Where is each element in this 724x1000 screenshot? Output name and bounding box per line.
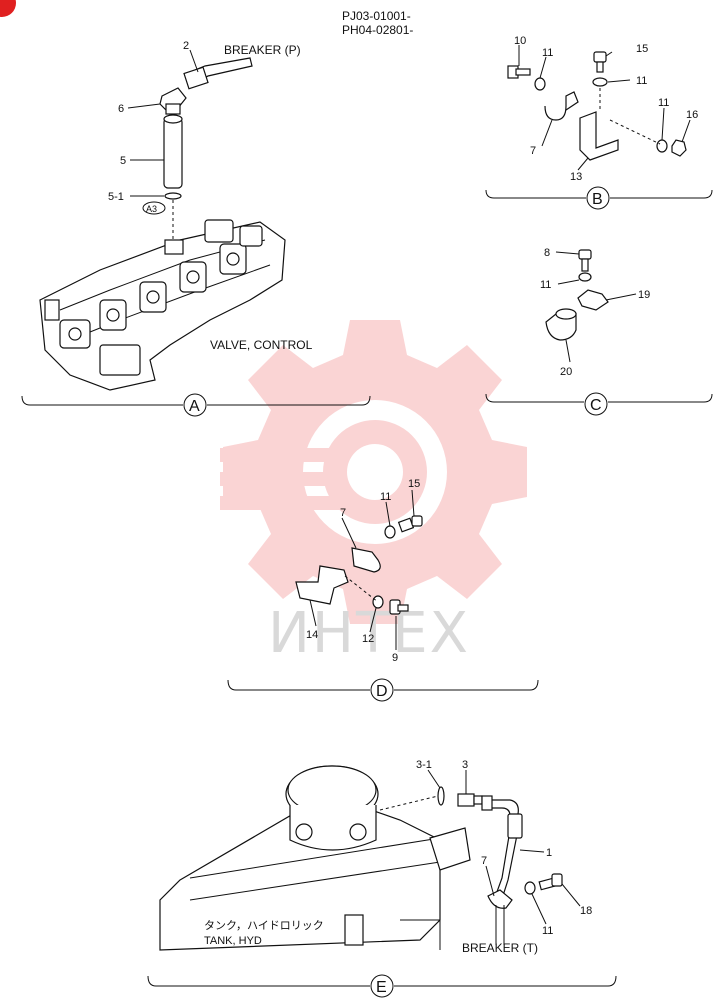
callout-b-15: 15 [636, 43, 648, 55]
callout-c-19: 19 [638, 289, 650, 301]
section-c: 8 11 19 20 C [485, 247, 713, 416]
valve-control-label: VALVE, CONTROL [210, 338, 313, 352]
callout-d-11: 11 [380, 491, 391, 503]
callout-b-11b: 11 [636, 75, 647, 87]
callout-e-18: 18 [580, 905, 592, 917]
callout-e-3-1: 3-1 [416, 759, 432, 771]
section-a-letter: A [189, 398, 200, 415]
callout-a-2: 2 [183, 40, 189, 52]
callout-e-1: 1 [546, 847, 552, 859]
control-valve [39, 219, 286, 391]
ref-tag-a3 [142, 201, 166, 215]
callout-b-13: 13 [570, 171, 582, 183]
callout-b-10: 10 [514, 35, 526, 47]
section-b-letter: B [592, 191, 603, 208]
callout-d-9: 9 [392, 652, 398, 664]
tank-label-jp: タンク，ハイドロリック [204, 919, 324, 932]
callout-d-14: 14 [306, 629, 318, 641]
callout-c-20: 20 [560, 366, 572, 378]
tank-label-en: TANK, HYD [204, 935, 262, 947]
section-d-letter: D [376, 683, 388, 700]
section-d: 11 15 7 14 12 9 D [227, 478, 539, 702]
callout-e-3: 3 [462, 759, 468, 771]
breaker-p-label: BREAKER (P) [224, 43, 301, 57]
callout-c-8: 8 [544, 247, 550, 259]
callout-b-7: 7 [530, 145, 536, 157]
section-c-letter: C [590, 397, 602, 414]
serial-number-2: PH04-02801- [342, 23, 413, 37]
corner-badge-icon [0, 0, 16, 17]
watermark-logo [220, 320, 527, 624]
callout-d-12: 12 [362, 633, 374, 645]
ref-tag-a3-label: A3 [146, 204, 157, 214]
callout-e-7: 7 [481, 855, 487, 867]
watermark-text: ИНТЕХ [268, 601, 470, 666]
serial-number-1: PJ03-01001- [342, 9, 411, 23]
callout-e-11: 11 [542, 925, 553, 937]
breaker-t-label: BREAKER (T) [462, 941, 538, 955]
callout-c-11: 11 [540, 279, 551, 291]
section-b: 10 11 15 11 11 16 7 13 B [485, 35, 713, 210]
callout-b-11c: 11 [658, 97, 669, 109]
callout-d-15: 15 [408, 478, 420, 490]
callout-b-16: 16 [686, 109, 698, 121]
callout-d-7: 7 [340, 507, 346, 519]
callout-a-5-1: 5-1 [108, 191, 124, 203]
callout-a-6: 6 [118, 103, 124, 115]
callout-a-5: 5 [120, 155, 126, 167]
section-e-letter: E [376, 979, 387, 996]
section-a: A3 2 6 5 5-1 BREAKER (P) VAL [21, 40, 371, 417]
callout-b-11a: 11 [542, 47, 553, 59]
section-e: 3-1 3 1 7 18 11 タンク，ハイドロリック TANK, HYD BR… [147, 759, 617, 998]
